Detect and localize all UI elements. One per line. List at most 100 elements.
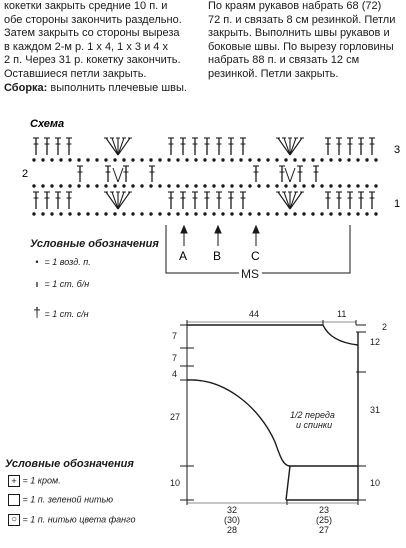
left-text-line: Затем закрыть со стороны выреза xyxy=(4,27,180,40)
chain-stitch-dot xyxy=(284,212,288,216)
fan-stitch xyxy=(277,191,291,210)
v-stitch xyxy=(284,167,291,183)
row-number-2: 2 xyxy=(22,168,28,180)
chain-stitch-dot xyxy=(122,212,126,216)
chain-stitch-dot xyxy=(68,212,72,216)
pattern-label-line1: 1/2 переда xyxy=(290,410,335,420)
fan-stitch xyxy=(283,137,291,156)
chain-stitch-dot xyxy=(113,158,117,162)
legend-item-text: = 1 ст. с/н xyxy=(44,309,89,319)
chain-stitch-dot xyxy=(131,158,135,162)
chain-stitch-dot xyxy=(257,212,261,216)
chain-stitch-dot xyxy=(239,184,243,188)
chain-stitch-dot xyxy=(257,158,261,162)
chain-stitch-dot xyxy=(149,184,153,188)
chain-stitch-dot xyxy=(104,212,108,216)
chain-stitch-dot xyxy=(95,212,99,216)
green-stitch-box xyxy=(8,494,20,506)
legend-chain-stitch: • = 1 возд. п. xyxy=(32,257,91,267)
chain-stitch-dot xyxy=(176,158,180,162)
legend-item-text: = 1 кром. xyxy=(22,475,61,486)
chain-stitch-dot xyxy=(77,212,81,216)
chain-stitch-dot xyxy=(167,158,171,162)
chain-stitch-dot xyxy=(50,212,54,216)
chain-stitch-dot xyxy=(122,184,126,188)
chain-stitch-dot xyxy=(32,184,36,188)
bottom-left-width-3: 28 xyxy=(227,525,237,535)
chain-stitch-dot xyxy=(131,212,135,216)
assembly-text: выполнить плечевые швы. xyxy=(47,81,187,94)
chain-stitch-dot xyxy=(167,184,171,188)
chain-stitch-symbol: • xyxy=(35,257,39,267)
right-text-line: закрыть. Выполнить швы рукавов и xyxy=(208,27,390,40)
chain-stitch-dot xyxy=(257,184,261,188)
chain-stitch-dot xyxy=(32,158,36,162)
chain-stitch-dot xyxy=(122,158,126,162)
arrow-label-a: A xyxy=(179,249,187,263)
chain-stitch-dot xyxy=(239,158,243,162)
chain-stitch-dot xyxy=(41,212,45,216)
chain-stitch-dot xyxy=(50,184,54,188)
chain-stitch-dot xyxy=(248,184,252,188)
v-stitch xyxy=(112,167,119,183)
chain-stitch-dot xyxy=(176,212,180,216)
assembly-paragraph: Сборка: выполнить плечевые швы. xyxy=(4,82,200,96)
pattern-diagram: 44 11 7 7 4 27 10 2 12 31 10 1/2 переда … xyxy=(170,309,387,535)
chain-stitch-dot xyxy=(374,184,378,188)
chain-stitch-dot xyxy=(59,212,63,216)
bottom-right-width-3: 27 xyxy=(319,525,329,535)
chain-stitch-dot xyxy=(356,212,360,216)
legend-item-text: = 1 п. зеленой нитью xyxy=(22,494,114,505)
chain-stitch-dot xyxy=(158,158,162,162)
right-text-line: боковые швы. По вырезу горловины xyxy=(208,40,394,53)
chain-stitch-dot xyxy=(356,158,360,162)
chain-stitch-dot xyxy=(41,158,45,162)
chain-stitch-dot xyxy=(320,184,324,188)
chain-stitch-dot xyxy=(140,184,144,188)
fan-stitch xyxy=(111,191,119,210)
pattern-inner-edge xyxy=(285,465,291,501)
chain-stitch-dot xyxy=(320,158,324,162)
chain-stitch-dot xyxy=(356,184,360,188)
chain-stitch-dot xyxy=(113,184,117,188)
legend-top-title: Условные обозначения xyxy=(30,238,159,250)
chain-stitch-dot xyxy=(275,184,279,188)
right-text-column: По краям рукавов набрать 68 (72) 72 п. и… xyxy=(208,0,404,82)
chain-stitch-dot xyxy=(275,212,279,216)
chain-stitch-dot xyxy=(248,212,252,216)
pattern-label-line2: и спинки xyxy=(296,420,332,430)
legend-item-text: = 1 возд. п. xyxy=(44,257,91,267)
chain-stitch-dot xyxy=(275,158,279,162)
chain-stitch-dot xyxy=(365,158,369,162)
left-text-line: Оставшиеся петли закрыть. xyxy=(4,67,147,80)
right-text-line: набрать 88 п. и связать 12 см xyxy=(208,54,360,67)
assembly-label: Сборка: xyxy=(4,81,48,94)
bottom-left-width-2: (30) xyxy=(224,515,240,525)
chain-stitch-dot xyxy=(320,212,324,216)
chain-stitch-dot xyxy=(194,212,198,216)
chain-stitch-dot xyxy=(338,158,342,162)
scheme-title: Схема xyxy=(30,118,64,130)
left-height-7b: 7 xyxy=(172,353,177,363)
chain-stitch-dot xyxy=(167,212,171,216)
chain-stitch-dot xyxy=(293,184,297,188)
chain-stitch-dot xyxy=(104,158,108,162)
chain-stitch-dot xyxy=(50,158,54,162)
chain-stitch-dot xyxy=(203,212,207,216)
left-text-line: 2 п. Через 31 р. кокетку закончить. xyxy=(4,54,181,67)
fan-stitch xyxy=(105,191,119,210)
legend-bottom-title: Условные обозначения xyxy=(5,458,134,470)
chain-stitch-dot xyxy=(176,184,180,188)
chain-stitch-dot xyxy=(212,184,216,188)
legend-green-stitch: = 1 п. зеленой нитью xyxy=(8,494,113,506)
left-text-line: кокетки закрыть средние 10 п. и xyxy=(4,0,168,12)
chain-stitch-dot xyxy=(266,184,270,188)
chain-stitch-dot xyxy=(212,212,216,216)
chain-stitch-dot xyxy=(95,158,99,162)
left-height-10: 10 xyxy=(170,478,180,488)
chain-stitch-dot xyxy=(365,212,369,216)
bottom-right-width-1: 23 xyxy=(319,505,329,515)
fan-stitch xyxy=(283,191,291,210)
left-text-line: в каждом 2-м р. 1 х 4, 1 х 3 и 4 х xyxy=(4,40,168,53)
chain-stitch-dot xyxy=(104,184,108,188)
